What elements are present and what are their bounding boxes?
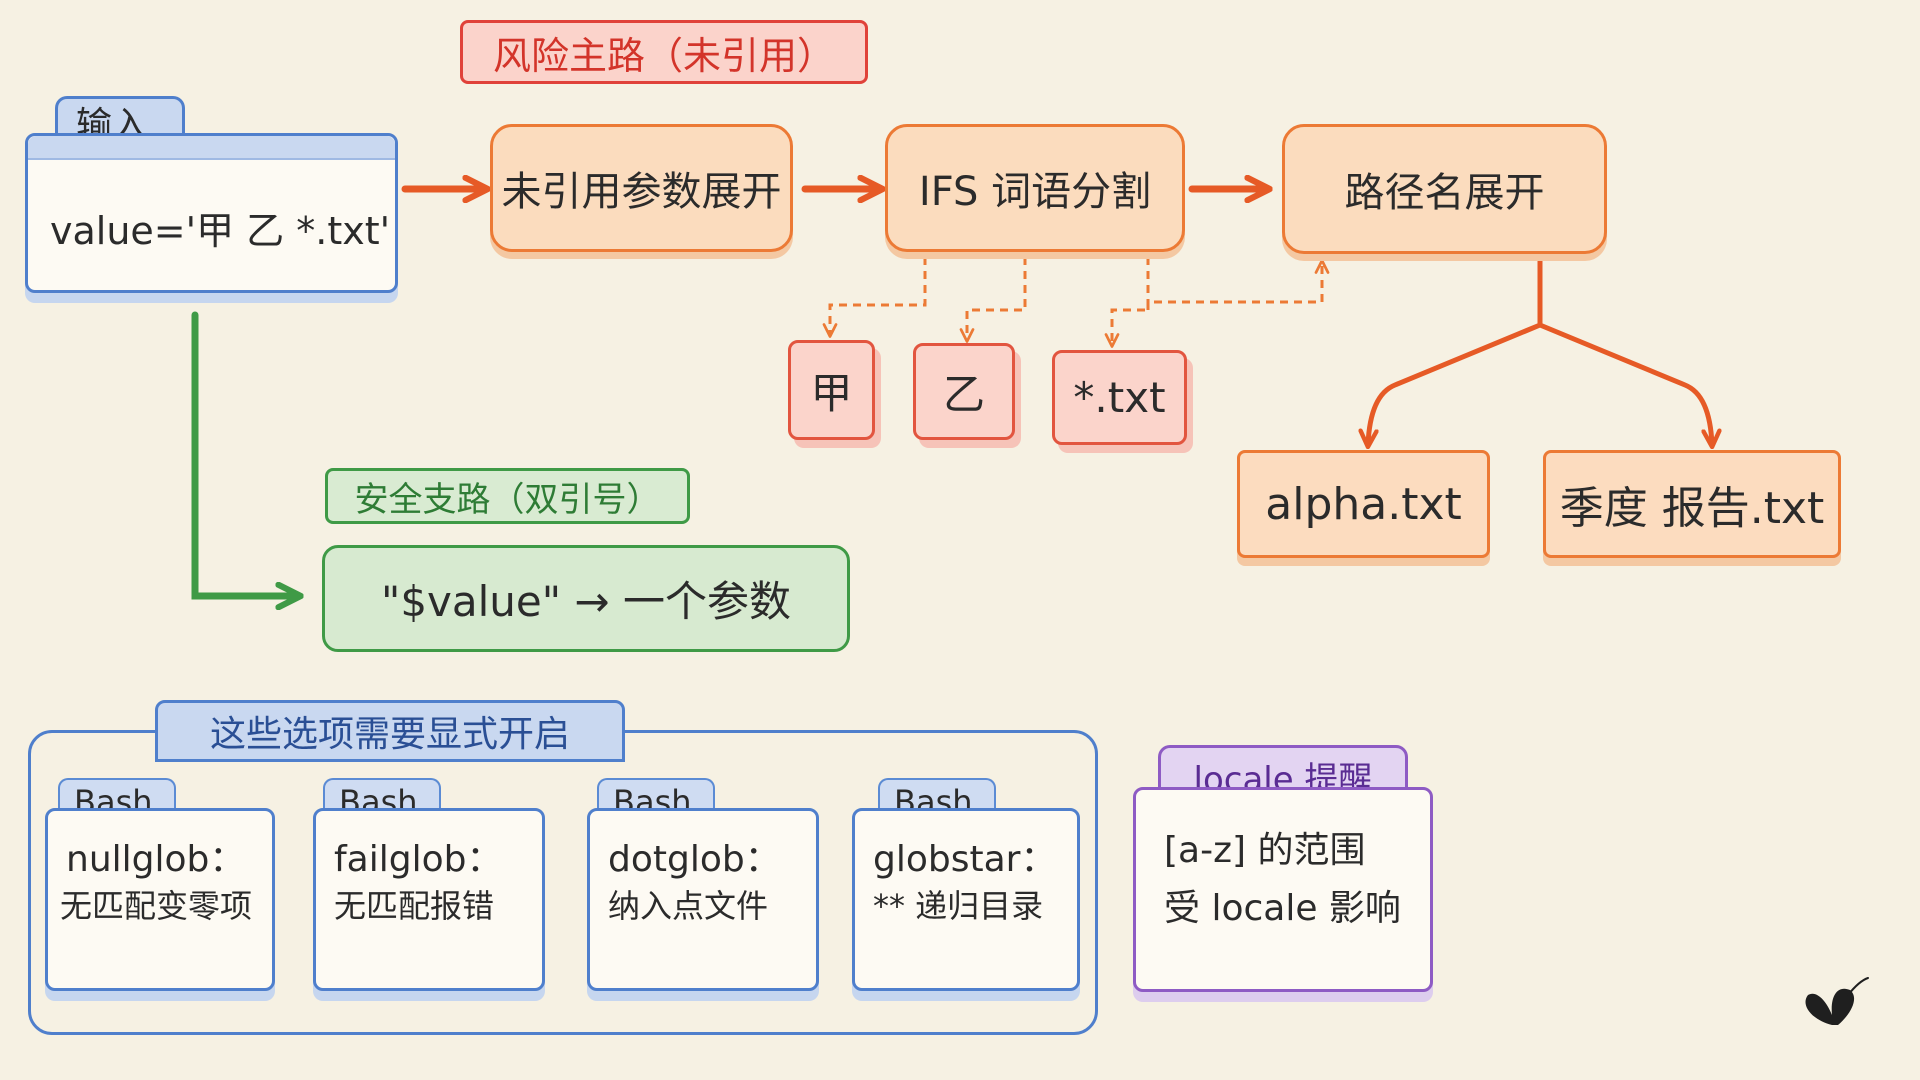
arrow-to-alpha xyxy=(1368,255,1543,445)
option-failglob-desc: 无匹配报错 xyxy=(334,887,495,925)
safe-path-text: "$value" → 一个参数 xyxy=(381,577,791,626)
option-failglob: failglob： 无匹配报错 xyxy=(313,808,545,991)
input-value: value='甲 乙 *.txt' xyxy=(50,209,391,253)
step-ifs-split: IFS 词语分割 xyxy=(885,124,1185,252)
arrow-safe-branch xyxy=(191,311,298,596)
option-nullglob-desc: 无匹配变零项 xyxy=(60,887,253,925)
options-title-text: 这些选项需要显式开启 xyxy=(209,714,570,755)
step-pathname-expansion: 路径名展开 xyxy=(1282,124,1607,254)
step-unquoted-expansion: 未引用参数展开 xyxy=(490,124,793,252)
options-title: 这些选项需要显式开启 xyxy=(155,700,625,762)
option-failglob-name: failglob： xyxy=(334,839,503,880)
dashed-arrow-to-yi xyxy=(959,257,1027,343)
word-star-txt-label: *.txt xyxy=(1073,373,1166,422)
result-alpha-txt: alpha.txt xyxy=(1237,450,1490,558)
option-dotglob: dotglob： 纳入点文件 xyxy=(587,808,819,991)
arrow-to-report xyxy=(1537,322,1712,445)
option-globstar-desc: ** 递归目录 xyxy=(873,887,1044,925)
locale-note-line1: [a-z] 的范围 xyxy=(1164,830,1366,871)
dashed-arrow-star-to-pathname xyxy=(1146,259,1330,310)
risk-path-title: 风险主路（未引用） xyxy=(460,20,868,84)
safe-path-box: "$value" → 一个参数 xyxy=(322,545,850,652)
option-dotglob-desc: 纳入点文件 xyxy=(608,887,769,925)
word-yi-label: 乙 xyxy=(942,370,985,419)
result-report-txt-label: 季度 报告.txt xyxy=(1559,483,1825,534)
word-jia: 甲 xyxy=(788,340,875,440)
option-nullglob: nullglob： 无匹配变零项 xyxy=(45,808,275,991)
safe-path-title: 安全支路（双引号） xyxy=(325,468,690,524)
step-pathname-expansion-label: 路径名展开 xyxy=(1344,170,1545,216)
word-star-txt: *.txt xyxy=(1052,350,1187,445)
risk-path-title-text: 风险主路（未引用） xyxy=(492,33,835,78)
step-ifs-split-label: IFS 词语分割 xyxy=(918,169,1152,215)
input-folder: value='甲 乙 *.txt' xyxy=(25,133,398,293)
word-jia-label: 甲 xyxy=(810,368,853,418)
dashed-arrow-to-star xyxy=(1104,257,1150,348)
result-alpha-txt-label: alpha.txt xyxy=(1265,478,1462,530)
option-globstar-name: globstar： xyxy=(873,839,1057,880)
option-globstar: globstar： ** 递归目录 xyxy=(852,808,1080,991)
word-yi: 乙 xyxy=(913,343,1015,440)
locale-note-line2: 受 locale 影响 xyxy=(1164,888,1401,929)
result-report-txt: 季度 报告.txt xyxy=(1543,450,1841,558)
input-folder-strip xyxy=(28,136,395,160)
locale-note: [a-z] 的范围 受 locale 影响 xyxy=(1133,787,1433,992)
dashed-arrow-to-jia xyxy=(822,257,927,338)
option-nullglob-name: nullglob： xyxy=(66,839,246,880)
option-dotglob-name: dotglob： xyxy=(608,839,781,880)
safe-path-title-text: 安全支路（双引号） xyxy=(354,479,661,520)
step-unquoted-expansion-label: 未引用参数展开 xyxy=(501,169,782,215)
